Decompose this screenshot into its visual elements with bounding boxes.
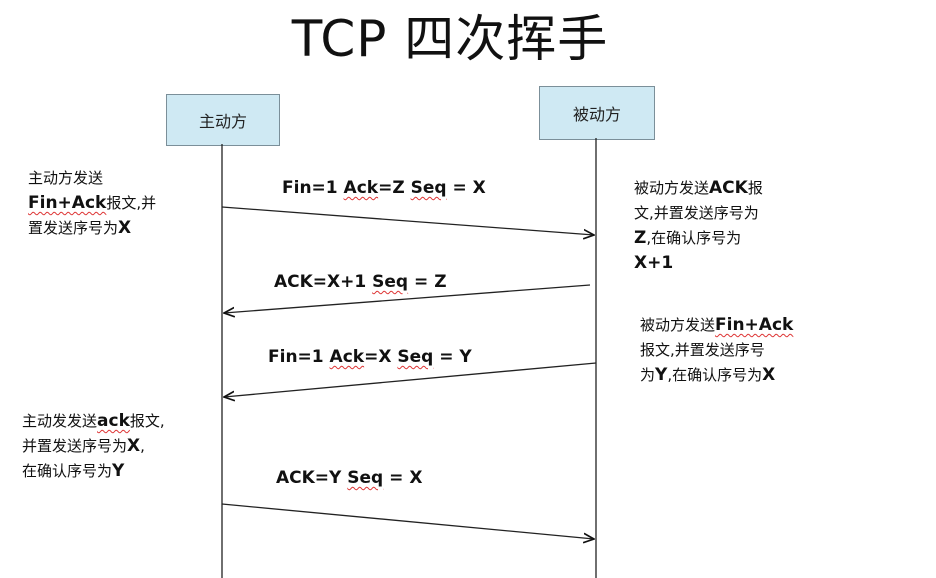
message-3-mid: =X bbox=[364, 347, 398, 367]
message-1-ack: Ack bbox=[343, 178, 379, 198]
note-active-ack-line2-text: 并置发送序号为 bbox=[22, 437, 128, 455]
message-label-4: ACK=Y Seq = X bbox=[276, 468, 422, 488]
note-passive-fin-line1-text: 被动方发送 bbox=[640, 316, 716, 334]
arrow-fin-ack-2 bbox=[224, 362, 597, 397]
note-active-ack-line3-text: 在确认序号为 bbox=[22, 462, 113, 480]
note-passive-fin-line1-bold: Fin+Ack bbox=[715, 315, 794, 335]
note-passive-fin-line3-bold2: X bbox=[762, 365, 776, 385]
note-passive-fin-line1: 被动方发送Fin+Ack bbox=[640, 313, 793, 338]
note-active-ack: 主动发发送ack报文, 并置发送序号为X, 在确认序号为Y bbox=[22, 409, 165, 484]
message-2-pre: ACK=X+1 bbox=[274, 272, 373, 292]
message-1-mid: =Z bbox=[378, 178, 411, 198]
message-label-3: Fin=1 Ack=X Seq = Y bbox=[268, 347, 472, 367]
note-active-fin-line2-rest: 报文,并 bbox=[106, 194, 157, 212]
note-passive-fin-line3-text1: 为 bbox=[640, 366, 656, 384]
note-active-fin-line1: 主动方发送 bbox=[28, 169, 104, 187]
note-active-fin: 主动方发送 Fin+Ack报文,并 置发送序号为X bbox=[28, 166, 156, 241]
message-3-post: = Y bbox=[433, 347, 472, 367]
note-active-fin-line2: Fin+Ack报文,并 bbox=[28, 191, 156, 216]
message-2-post: = Z bbox=[408, 272, 447, 292]
note-active-ack-line3-bold: Y bbox=[112, 461, 125, 481]
note-active-ack-line1-tail: 报文, bbox=[129, 412, 165, 430]
note-active-ack-line2: 并置发送序号为X, bbox=[22, 434, 165, 459]
message-2-seq: Seq bbox=[372, 272, 409, 292]
message-4-post: = X bbox=[383, 468, 423, 488]
note-passive-ack: 被动方发送ACK报 文,并置发送序号为 Z,在确认序号为 X+1 bbox=[634, 176, 763, 276]
message-label-1: Fin=1 Ack=Z Seq = X bbox=[282, 178, 486, 198]
message-3-ack: Ack bbox=[329, 347, 365, 367]
message-label-2: ACK=X+1 Seq = Z bbox=[274, 272, 447, 292]
note-passive-ack-line3-text: ,在确认序号为 bbox=[646, 229, 742, 247]
note-passive-fin-line3: 为Y,在确认序号为X bbox=[640, 363, 793, 388]
message-3-seq: Seq bbox=[397, 347, 434, 367]
note-active-ack-line1-text: 主动发发送 bbox=[22, 412, 98, 430]
note-active-ack-line3: 在确认序号为Y bbox=[22, 459, 165, 484]
diagram-title: TCP 四次挥手 bbox=[291, 10, 609, 68]
note-active-ack-line2-bold: X bbox=[127, 436, 141, 456]
note-passive-fin-line3-text2: ,在确认序号为 bbox=[667, 366, 763, 384]
arrow-ack-2 bbox=[221, 503, 594, 539]
note-active-ack-line1-bold: ack bbox=[97, 411, 130, 431]
note-active-fin-line3: 置发送序号为X bbox=[28, 216, 156, 241]
note-passive-fin-line3-bold1: Y bbox=[655, 365, 668, 385]
note-passive-ack-line1-bold: ACK bbox=[709, 178, 748, 198]
note-passive-ack-line2: 文,并置发送序号为 bbox=[634, 204, 759, 222]
note-passive-ack-line1: 被动方发送ACK报 bbox=[634, 176, 763, 201]
arrow-fin-ack-1 bbox=[221, 206, 594, 235]
party-active-box: 主动方 bbox=[166, 94, 280, 146]
note-active-fin-bold: Fin+Ack bbox=[28, 193, 107, 213]
note-passive-ack-line1-text: 被动方发送 bbox=[634, 179, 710, 197]
note-passive-ack-line3-bold: Z bbox=[634, 228, 647, 248]
note-passive-ack-line1-tail: 报 bbox=[747, 179, 763, 197]
note-passive-fin-line2: 报文,并置发送序号 bbox=[640, 341, 765, 359]
note-active-ack-line1: 主动发发送ack报文, bbox=[22, 409, 165, 434]
note-active-fin-line3-text: 置发送序号为 bbox=[28, 219, 119, 237]
note-passive-ack-line4-bold: X+1 bbox=[634, 253, 674, 273]
arrow-ack-1 bbox=[224, 284, 591, 313]
message-1-pre: Fin=1 bbox=[282, 178, 344, 198]
message-4-seq: Seq bbox=[347, 468, 384, 488]
message-1-seq: Seq bbox=[410, 178, 447, 198]
message-3-pre: Fin=1 bbox=[268, 347, 330, 367]
note-active-ack-line2-tail: , bbox=[140, 437, 145, 455]
note-passive-fin: 被动方发送Fin+Ack 报文,并置发送序号 为Y,在确认序号为X bbox=[640, 313, 793, 388]
note-passive-ack-line4: X+1 bbox=[634, 251, 763, 276]
message-4-pre: ACK=Y bbox=[276, 468, 348, 488]
party-passive-box: 被动方 bbox=[539, 86, 655, 140]
note-active-fin-line3-bold: X bbox=[118, 218, 132, 238]
message-1-post: = X bbox=[446, 178, 486, 198]
note-passive-ack-line3: Z,在确认序号为 bbox=[634, 226, 763, 251]
